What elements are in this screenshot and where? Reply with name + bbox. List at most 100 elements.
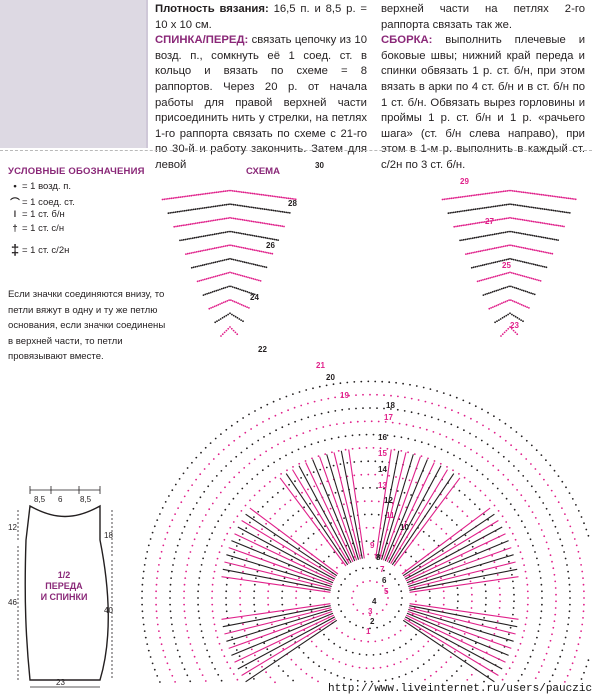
chain-dot [257,510,260,513]
chain-dot [243,261,246,264]
chain-dot [234,217,237,220]
chain-dot [564,196,566,199]
chain-dot [207,263,209,265]
chain-dot [464,238,467,241]
stitch-line [245,619,338,683]
chain-dot [172,211,175,214]
chain-dot [490,307,492,309]
chain-dot [240,616,243,619]
chain-dot [500,335,502,337]
chain-dot [341,631,343,634]
chain-dot [286,469,288,472]
chain-dot [491,233,494,236]
chain-dot [274,414,277,417]
chain-dot [513,286,516,289]
chain-dot [333,551,336,554]
chain-dot [499,318,502,320]
chain-dot [379,447,382,450]
chain-dot [521,218,524,221]
chain-dot [182,210,184,212]
chain-dot [514,315,517,318]
chain-dot [238,318,241,320]
chain-dot [446,514,448,517]
stitch-line [285,473,349,566]
chain-dot [553,469,556,472]
chain-dot [457,593,459,596]
chain-dot [331,451,333,454]
chain-dot [233,231,236,234]
chain-dot [346,381,349,384]
chain-dot [508,244,510,247]
chain-dot [312,471,315,473]
chain-dot [456,587,459,589]
chain-dot [309,502,311,505]
chain-dot [160,550,163,553]
chain-dot [244,504,247,507]
chain-dot [510,426,512,429]
chain-dot [571,531,574,534]
chain-dot [379,666,382,669]
chain-dot [583,597,585,599]
chain-dot [462,224,465,227]
chain-dot [377,420,380,423]
chain-dot [225,610,228,613]
chain-dot [489,262,491,265]
chain-dot [579,557,581,560]
chain-dot [475,236,478,239]
chain-dot [365,526,368,529]
chain-dot [418,512,420,514]
stitch-line [404,618,499,676]
chain-dot [483,207,486,209]
chain-dot [276,210,278,212]
chain-dot [285,395,288,398]
chain-dot [249,248,252,251]
chain-dot [238,204,240,207]
chain-dot [561,544,564,547]
chain-dot [515,190,518,193]
chain-dot [232,673,235,675]
chain-dot [483,680,485,683]
chain-dot [232,258,235,261]
chain-dot [294,420,296,423]
chain-dot [517,190,519,193]
chain-dot [415,633,417,636]
chain-dot [550,223,553,226]
chain-dot [228,189,230,192]
chain-dot [390,408,392,410]
chain-dot [233,642,236,645]
chain-dot [220,679,223,682]
chain-dot [219,246,221,248]
chain-dot [201,520,204,522]
chain-dot [551,519,554,522]
chain-dot [587,534,590,537]
stitch-line [377,450,400,559]
chain-dot [193,655,196,658]
chain-dot [503,259,506,261]
chain-dot [227,258,230,261]
chain-dot [520,520,523,523]
chain-dot [337,590,340,593]
chain-dot [567,197,570,200]
chain-dot [190,237,192,240]
chain-dot [480,279,483,282]
chain-dot [493,633,496,635]
chain-dot [245,636,248,638]
chain-dot [183,209,186,212]
chain-dot [208,192,211,195]
chain-dot [505,639,508,642]
chain-dot [509,312,511,315]
chain-dot [556,210,558,212]
chain-dot [536,279,538,281]
chain-dot [312,532,315,535]
chain-dot [367,380,370,383]
chain-dot [209,206,211,208]
chain-dot [365,540,368,542]
chain-dot [501,302,503,305]
chain-dot [223,315,226,318]
chain-dot [272,223,275,226]
chain-dot [580,516,583,518]
chain-dot [397,583,400,586]
chain-dot [214,668,216,670]
row-number: 6 [382,576,387,585]
chain-dot [470,587,473,589]
